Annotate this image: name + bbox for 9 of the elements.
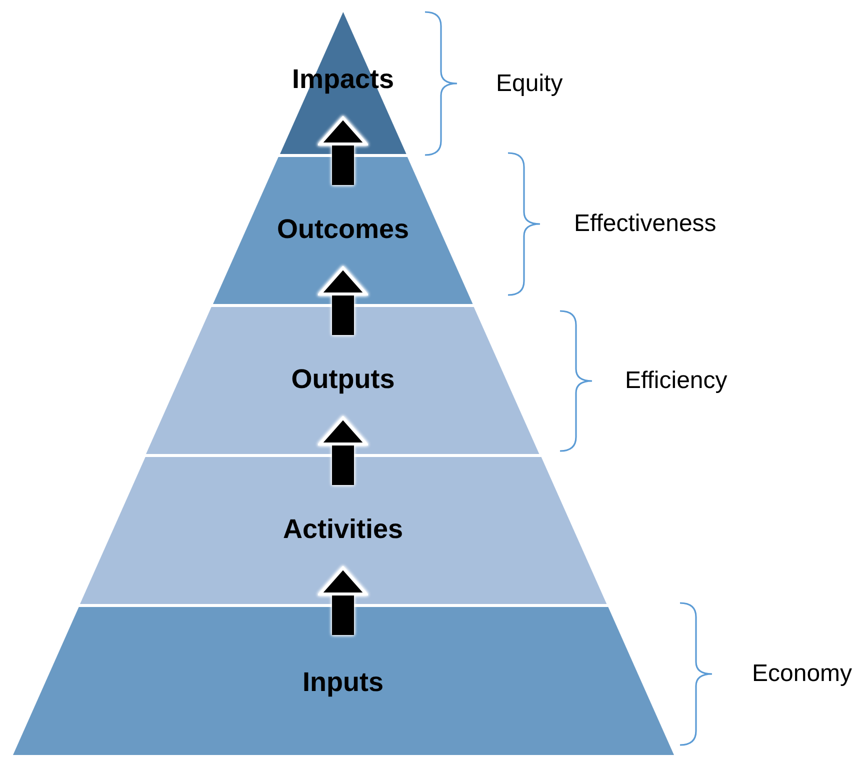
band-label: Outputs (290, 364, 396, 395)
brace-label: Economy (752, 660, 852, 688)
brace-label: Equity (496, 70, 563, 98)
band-label: Activities (282, 514, 404, 545)
band-label: Outcomes (276, 214, 410, 245)
block-arrow (318, 116, 368, 185)
brace-label: Effectiveness (574, 210, 716, 238)
brace-label: Efficiency (625, 367, 728, 395)
band-label: Inputs (302, 667, 384, 698)
